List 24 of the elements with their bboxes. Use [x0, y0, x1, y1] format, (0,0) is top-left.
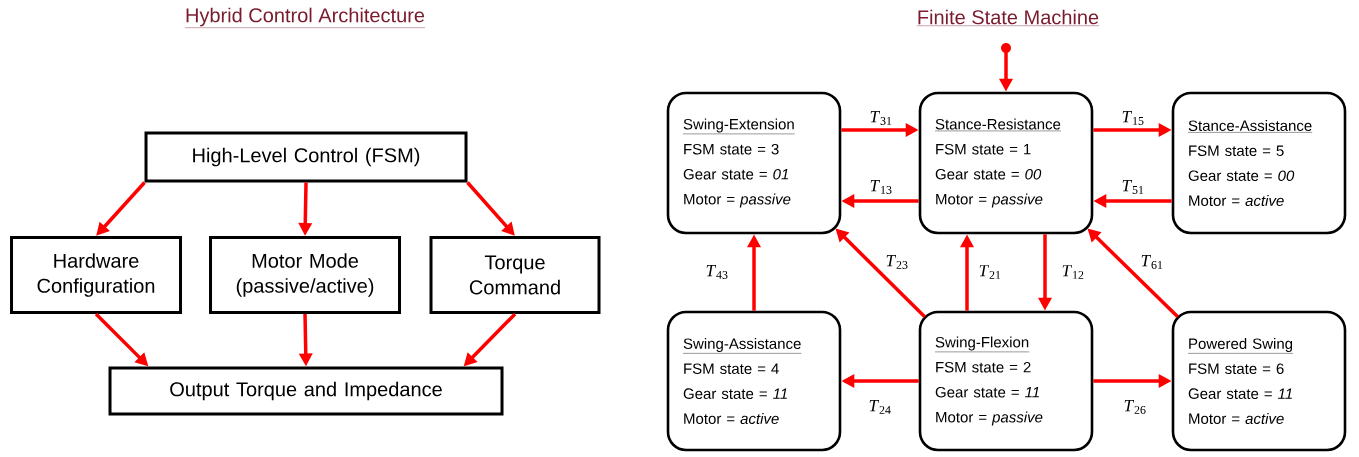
edge-label: T$_{51}$	[1120, 179, 1146, 195]
state-box: Swing-Extension FSM state = 3 Gear state = 01 Motor = passive	[666, 91, 842, 235]
edge-label: T$_{21}$	[977, 264, 1003, 280]
process-box: Torque Command	[429, 236, 601, 314]
state-box: Swing-Assistance FSM state = 4 Gear state = 11 Motor = active	[666, 310, 842, 452]
edge-label: T$_{61}$	[1139, 254, 1165, 270]
state-box: Stance-Assistance FSM state = 5 Gear state = 00 Motor = active	[1171, 91, 1347, 235]
edge-label: T$_{31}$	[868, 110, 894, 126]
edge-label: T$_{12}$	[1060, 264, 1086, 280]
state-box: Swing-Flexion FSM state = 2 Gear state = 11 Motor = passive	[918, 310, 1094, 452]
process-box: High-Level Control (FSM)	[144, 131, 468, 183]
state-box: Powered Swing FSM state = 6 Gear state = 11 Motor = active	[1171, 310, 1347, 452]
edge-label: T$_{23}$	[884, 254, 910, 270]
edge-label: T$_{13}$	[868, 179, 894, 195]
heading: Finite State Machine	[916, 9, 1100, 26]
edge-label: T$_{43}$	[704, 264, 730, 280]
edge-label: T$_{24}$	[867, 399, 893, 415]
heading: Hybrid Control Architecture	[184, 7, 426, 28]
edge-label: T$_{26}$	[1122, 399, 1148, 415]
process-box: Output Torque and Impedance	[108, 366, 504, 416]
process-box: Motor Mode (passive/active)	[209, 236, 401, 314]
process-box: Hardware Configuration	[10, 236, 182, 314]
edge-label: T$_{15}$	[1120, 110, 1146, 126]
state-box: Stance-Resistance FSM state = 1 Gear state = 00 Motor = passive	[918, 91, 1094, 235]
